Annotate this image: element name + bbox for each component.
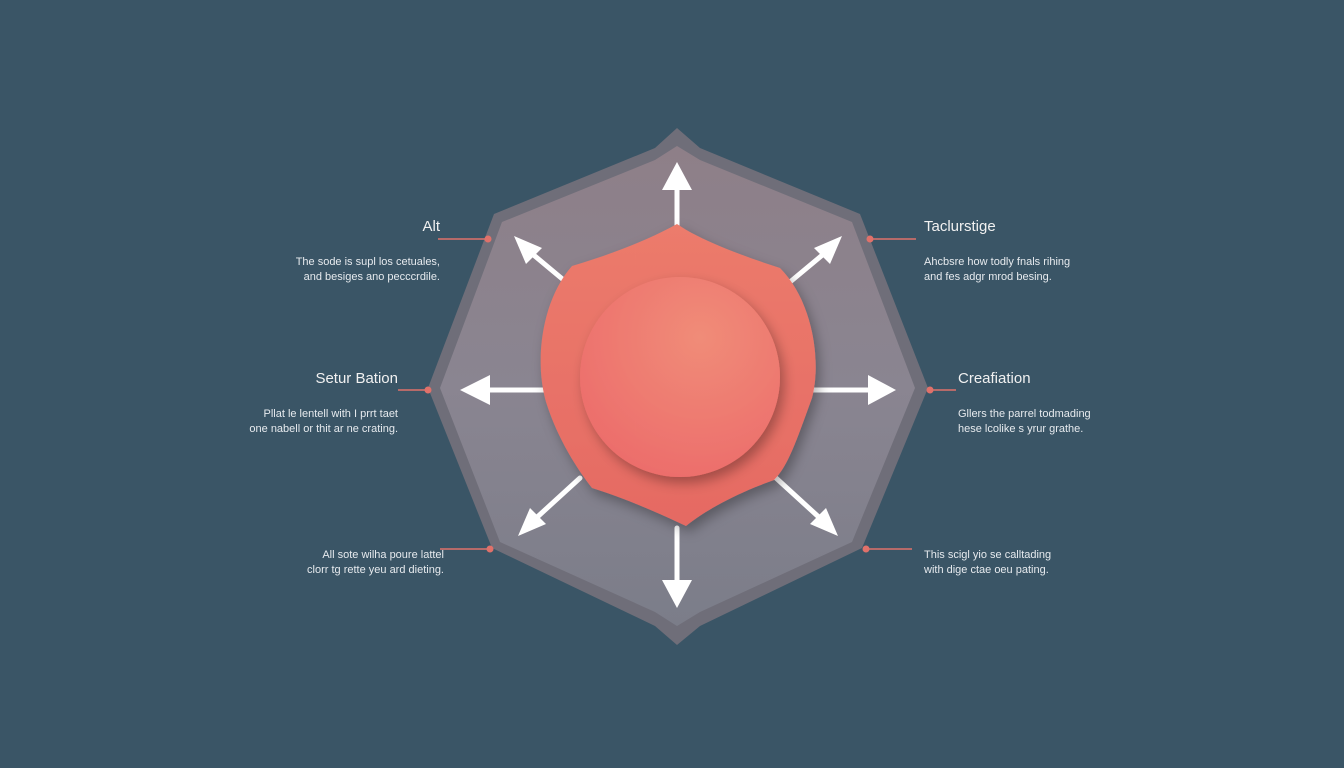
arrow-down <box>662 525 692 608</box>
label-bottom-left: All sote wilha poure lattel clorr tg ret… <box>307 548 444 578</box>
connector-top-right <box>866 235 916 243</box>
label-line: All sote wilha poure lattel <box>322 549 444 561</box>
connector-middle-left <box>398 386 432 394</box>
label-line: This scigl yio se calltading <box>924 549 1052 561</box>
arrow-up-left <box>514 236 569 285</box>
label-line: with dige ctae oeu pating. <box>924 564 1049 576</box>
label-description: The sode is supl los cetuales, and besig… <box>296 255 440 285</box>
label-title: Taclurstige <box>924 218 996 235</box>
label-line: Pllat le lentell with I prrt taet <box>263 408 398 420</box>
arrow-left <box>460 375 551 405</box>
arrow-up <box>662 162 692 229</box>
label-line: and besiges ano pecccrdile. <box>303 271 440 283</box>
label-line: hese lcolike s yrur grathe. <box>958 423 1084 435</box>
label-line: Ahcbsre how todly fnals rihing <box>924 256 1071 268</box>
label-description: Pllat le lentell with I prrt taet one na… <box>249 407 398 437</box>
connectors <box>398 235 956 553</box>
label-line: Gllers the parrel todmading <box>958 408 1091 420</box>
label-description: Ahcbsre how todly fnals rihing and fes a… <box>924 255 1070 285</box>
label-line: clorr tg rette yeu ard dieting. <box>307 564 444 576</box>
connector-middle-right <box>926 386 956 394</box>
connector-bottom-right <box>862 545 912 553</box>
label-title: Creafiation <box>958 370 1031 387</box>
arrow-down-left <box>518 475 583 536</box>
label-bottom-right: This scigl yio se calltading with dige c… <box>924 548 1051 578</box>
label-line: and fes adgr mrod besing. <box>924 271 1052 283</box>
label-middle-left: Setur Bation Pllat le lentell with I prr… <box>249 370 398 437</box>
label-description: This scigl yio se calltading with dige c… <box>924 548 1051 578</box>
label-line: one nabell or thit ar ne crating. <box>249 423 398 435</box>
arrow-down-right <box>773 475 838 536</box>
label-title: Setur Bation <box>315 370 398 387</box>
label-description: All sote wilha poure lattel clorr tg ret… <box>307 548 444 578</box>
connector-top-left <box>438 235 492 243</box>
connector-bottom-left <box>440 545 494 553</box>
arrow-up-right <box>787 236 842 285</box>
label-top-left: Alt The sode is supl los cetuales, and b… <box>296 218 440 285</box>
label-middle-right: Creafiation Gllers the parrel todmading … <box>958 370 1091 437</box>
label-description: Gllers the parrel todmading hese lcolike… <box>958 407 1091 437</box>
arrow-right <box>805 375 896 405</box>
label-top-right: Taclurstige Ahcbsre how todly fnals rihi… <box>924 218 1070 285</box>
center-circle <box>580 277 780 477</box>
arrows <box>460 162 896 608</box>
label-title: Alt <box>422 218 440 235</box>
label-line: The sode is supl los cetuales, <box>295 256 440 268</box>
